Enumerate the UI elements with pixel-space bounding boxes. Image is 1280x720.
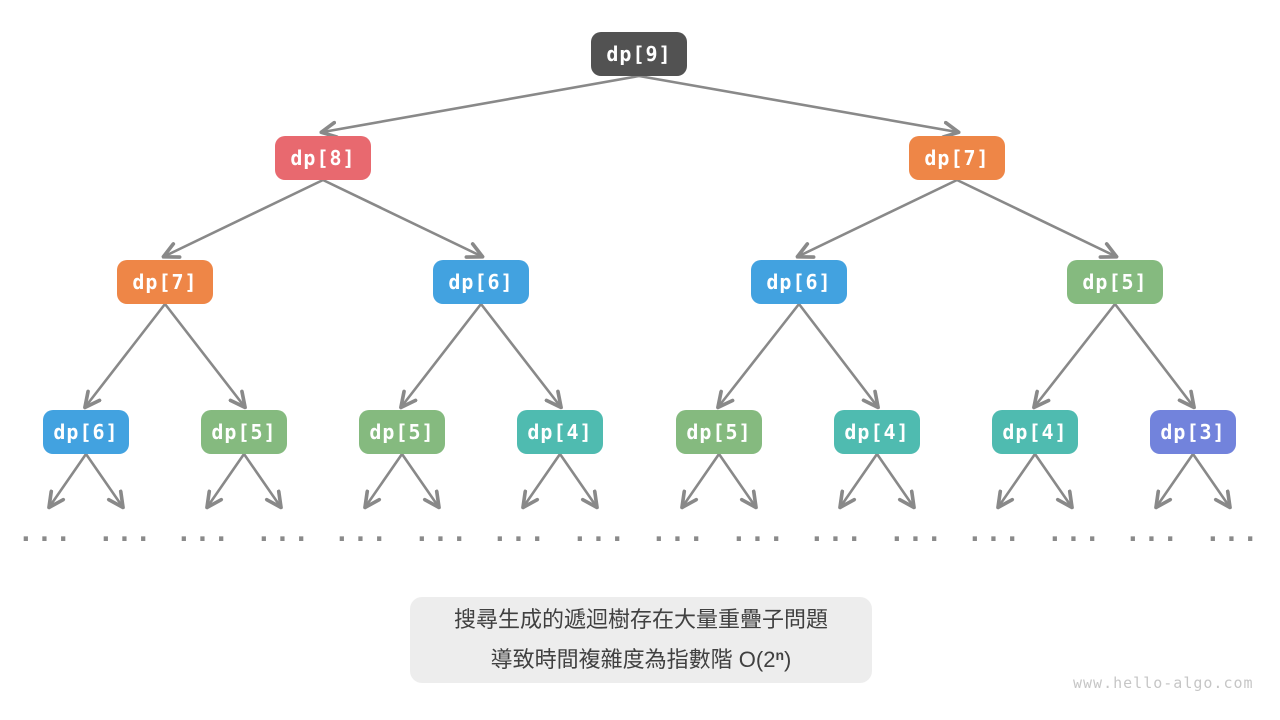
tree-node-dp3: dp[3]: [1150, 410, 1236, 454]
ellipsis: ...: [572, 518, 628, 548]
ellipsis: ...: [18, 518, 74, 548]
tree-node-dp5-c: dp[5]: [359, 410, 445, 454]
edge-arrow: [319, 74, 641, 139]
edge-arrow: [716, 302, 801, 410]
edge-arrow: [717, 452, 758, 510]
edge-arrow: [400, 452, 441, 510]
ellipsis: ...: [889, 518, 945, 548]
edge-arrow: [996, 452, 1037, 510]
edge-arrow: [399, 302, 483, 410]
watermark: www.hello-algo.com: [1073, 674, 1254, 692]
tree-node-dp5-a: dp[5]: [1067, 260, 1163, 304]
caption-exponent: n: [775, 647, 785, 663]
edge-arrow: [680, 452, 721, 510]
tree-node-dp6-c: dp[6]: [43, 410, 129, 454]
tree-node-dp6-b: dp[6]: [751, 260, 847, 304]
edge-arrow: [479, 302, 563, 410]
edge-arrow: [1033, 452, 1074, 510]
edge-arrow: [795, 178, 959, 259]
caption-line-2: 導致時間複雜度為指數階 O(2n): [491, 640, 792, 675]
ellipsis: ...: [809, 518, 865, 548]
edge-arrow: [161, 178, 325, 259]
tree-node-dp7-right: dp[7]: [909, 136, 1005, 180]
edge-arrow: [321, 178, 485, 259]
edge-arrow: [83, 302, 167, 410]
edge-arrow: [955, 178, 1119, 259]
caption-box: 搜尋生成的遞迴樹存在大量重疊子問題 導致時間複雜度為指數階 O(2n): [410, 597, 872, 683]
ellipsis: ...: [414, 518, 470, 548]
ellipsis: ...: [492, 518, 548, 548]
edge-arrow: [875, 452, 916, 510]
tree-node-dp4-b: dp[4]: [834, 410, 920, 454]
edge-arrow: [84, 452, 125, 510]
tree-node-dp8: dp[8]: [275, 136, 371, 180]
edge-arrow: [637, 74, 961, 139]
caption-line-1: 搜尋生成的遞迴樹存在大量重疊子問題: [453, 607, 828, 632]
edge-arrow: [163, 302, 247, 410]
caption-line-2-text: 導致時間複雜度為指數階 O(2: [490, 647, 776, 672]
edge-arrow: [1113, 302, 1196, 410]
tree-node-dp5-b: dp[5]: [201, 410, 287, 454]
edge-arrow: [521, 452, 562, 510]
edge-arrow: [47, 452, 88, 510]
ellipsis: ...: [1125, 518, 1181, 548]
ellipsis: ...: [1205, 518, 1261, 548]
edge-arrow: [797, 302, 880, 410]
edge-arrow: [205, 452, 246, 510]
ellipsis: ...: [731, 518, 787, 548]
tree-node-dp7-left: dp[7]: [117, 260, 213, 304]
caption-line-2-close: ): [784, 647, 792, 672]
edge-arrow: [242, 452, 283, 510]
tree-node-dp4-c: dp[4]: [992, 410, 1078, 454]
ellipsis: ...: [651, 518, 707, 548]
tree-node-dp4-a: dp[4]: [517, 410, 603, 454]
edge-arrow: [1191, 452, 1232, 510]
tree-node-dp6-a: dp[6]: [433, 260, 529, 304]
ellipsis: ...: [1047, 518, 1103, 548]
edge-arrow: [838, 452, 879, 510]
edge-arrow: [558, 452, 599, 510]
ellipsis: ...: [967, 518, 1023, 548]
ellipsis: ...: [98, 518, 154, 548]
tree-node-dp5-d: dp[5]: [676, 410, 762, 454]
edge-arrow: [363, 452, 404, 510]
tree-node-dp9-root: dp[9]: [591, 32, 687, 76]
edge-arrow: [1154, 452, 1195, 510]
ellipsis: ...: [176, 518, 232, 548]
ellipsis: ...: [334, 518, 390, 548]
ellipsis: ...: [256, 518, 312, 548]
edge-arrow: [1032, 302, 1117, 410]
